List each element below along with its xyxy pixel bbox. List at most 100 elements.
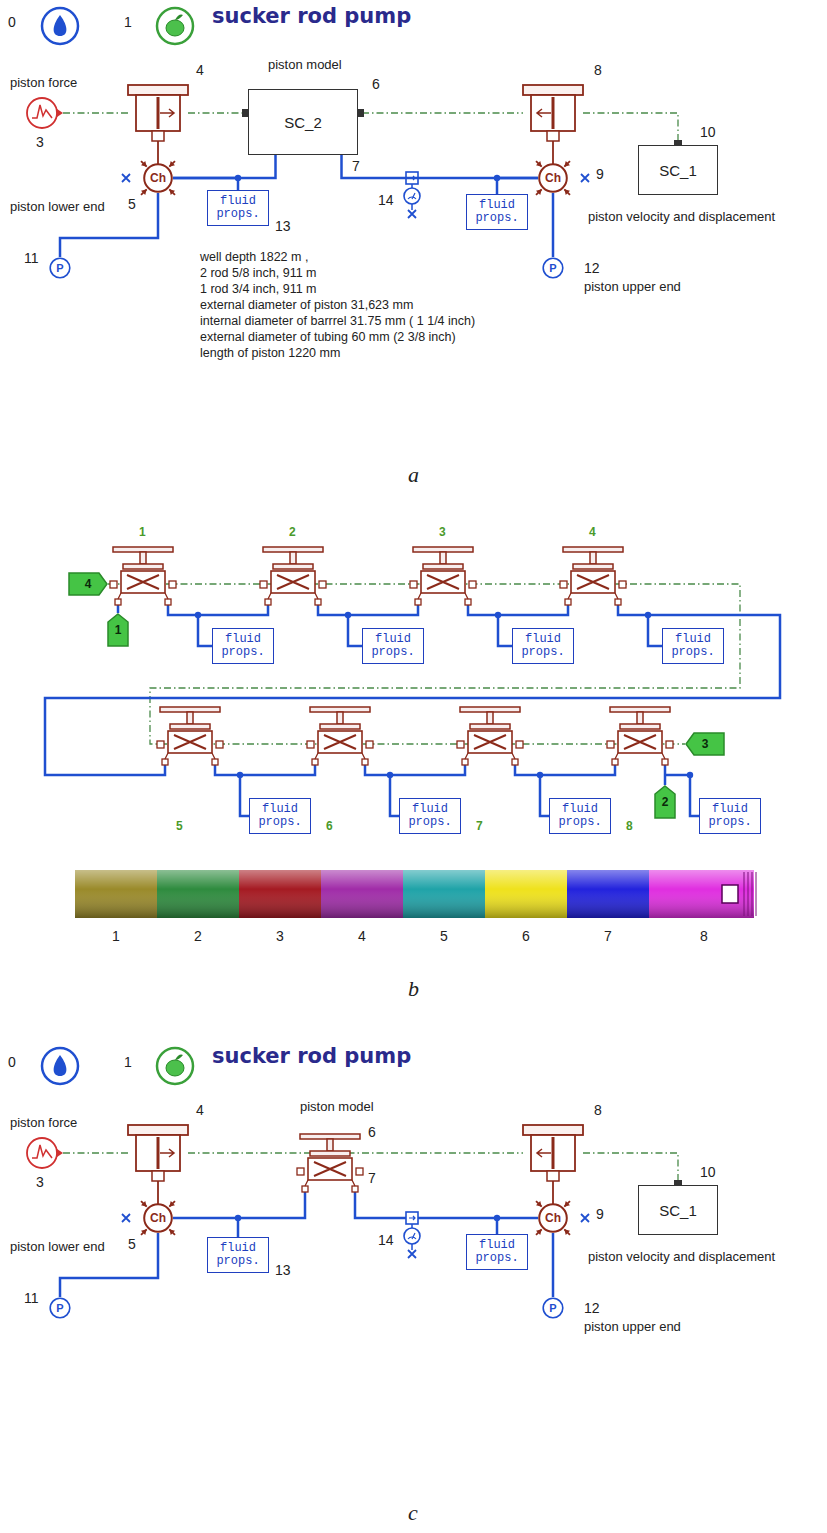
hydraulic-port	[512, 759, 518, 765]
cylinder-body	[136, 1135, 180, 1171]
specification-note: external diameter of piston 31,623 mm	[200, 298, 413, 312]
waveform	[32, 1145, 52, 1158]
panel-letter: a	[408, 462, 419, 487]
hydraulic-chamber: Ch	[143, 1203, 173, 1233]
node-text: fluid props.	[211, 1242, 265, 1268]
cylinder-port	[152, 131, 164, 141]
hydraulic-line	[318, 605, 418, 615]
circle-outline	[543, 258, 563, 278]
chamber-arrowhead	[536, 1201, 542, 1207]
piston-body	[618, 731, 662, 753]
chamber-arrowhead	[169, 1229, 175, 1235]
section-shading	[567, 870, 649, 918]
junction-dot	[537, 772, 543, 778]
piston-plate	[310, 1151, 350, 1156]
rod-link	[552, 1181, 554, 1204]
hydraulic-library-icon	[42, 8, 78, 44]
hydraulic-connector	[173, 155, 276, 178]
signal-source	[27, 1138, 57, 1168]
plug-mark	[408, 1250, 416, 1258]
annotation-text: piston upper end	[584, 280, 681, 295]
piston-plate	[123, 564, 163, 569]
callout-number: 8	[700, 928, 708, 944]
node-text: fluid props.	[253, 803, 307, 829]
callout-number: 3	[276, 928, 284, 944]
cylinder-cap	[128, 1125, 188, 1135]
piston-stem	[140, 552, 146, 564]
hydraulic-line	[690, 775, 699, 816]
mechanical-port	[356, 1168, 363, 1175]
gauge-dial	[408, 1233, 416, 1239]
chamber-arrowhead	[536, 161, 542, 167]
piston-section	[567, 870, 649, 918]
mechanical-port	[516, 741, 523, 748]
specification-note: internal diameter of barrrel 31.75 mm ( …	[200, 314, 475, 328]
hydraulic-connector	[552, 193, 555, 257]
piston-plate	[320, 724, 360, 729]
section-number: 1	[139, 526, 146, 540]
chamber-arrow	[169, 189, 175, 195]
junction-dot	[345, 612, 351, 618]
cylinder-port	[547, 1171, 559, 1181]
hydraulic-line	[240, 775, 249, 816]
mechanical-link	[108, 584, 740, 744]
node-text: fluid props.	[516, 633, 570, 659]
supercomponent-box: SC_1	[638, 145, 718, 195]
piston-stem	[590, 552, 596, 564]
hydraulic-chamber: Ch	[538, 163, 568, 193]
node-text: 4	[85, 577, 92, 591]
node-text: P	[56, 262, 63, 274]
cylinder-port	[152, 1171, 164, 1181]
section-shading	[157, 870, 239, 918]
section-number: 7	[476, 820, 483, 834]
plug-mark	[581, 1214, 589, 1222]
annotation-text: piston model	[300, 1100, 374, 1115]
cylinder-cap	[128, 85, 188, 95]
node-text: Ch	[150, 1211, 166, 1225]
leakage-orifice	[174, 735, 206, 749]
chamber-arrowhead	[141, 1201, 147, 1207]
fluid-properties-box: fluid props.	[699, 798, 761, 834]
node-text: fluid props.	[703, 803, 757, 829]
chamber-arrow	[564, 161, 570, 167]
flow-gauge	[404, 1228, 420, 1244]
node-text: 3	[702, 737, 709, 751]
fluid-properties-box: fluid props.	[207, 190, 269, 226]
hydraulic-port	[362, 759, 368, 765]
circle-outline	[144, 164, 172, 192]
chamber-arrow	[141, 189, 147, 195]
circle-outline	[144, 1204, 172, 1232]
annotation-text: piston velocity and displacement	[588, 1250, 775, 1265]
signal-output	[57, 109, 63, 117]
node-text: 1	[115, 623, 122, 637]
specification-note: 1 rod 3/4 inch, 911 m	[200, 282, 317, 296]
circle-outline	[543, 1298, 563, 1318]
piston-plate	[620, 724, 660, 729]
piston-stem	[327, 1139, 333, 1151]
callout-number: 5	[128, 1236, 136, 1252]
mechanical-link	[362, 112, 523, 113]
fluid-properties-box: fluid props.	[549, 798, 611, 834]
hydraulic-line	[238, 1192, 305, 1218]
mechanical-port	[260, 581, 267, 588]
chamber-arrow	[141, 161, 147, 167]
mechanical-port	[469, 581, 476, 588]
chamber-arrow	[564, 1201, 570, 1207]
plug-mark	[581, 174, 589, 182]
piston-plate	[157, 1137, 160, 1169]
section-shading	[75, 870, 157, 918]
chamber-arrow	[141, 1229, 147, 1235]
junction-dot	[387, 772, 393, 778]
piston-section	[485, 870, 567, 918]
chamber-arrowhead	[564, 189, 570, 195]
mechanical-port	[216, 741, 223, 748]
mechanical-port	[307, 741, 314, 748]
mechanical-link	[188, 1152, 523, 1153]
hydraulic-port	[352, 1186, 358, 1192]
hydraulic-connector	[342, 155, 539, 178]
slot-edge	[752, 872, 753, 916]
pressure-source: P	[49, 257, 71, 279]
section-number: 6	[326, 820, 333, 834]
hydraulic-line	[365, 765, 465, 775]
mechanical-link	[63, 112, 128, 113]
